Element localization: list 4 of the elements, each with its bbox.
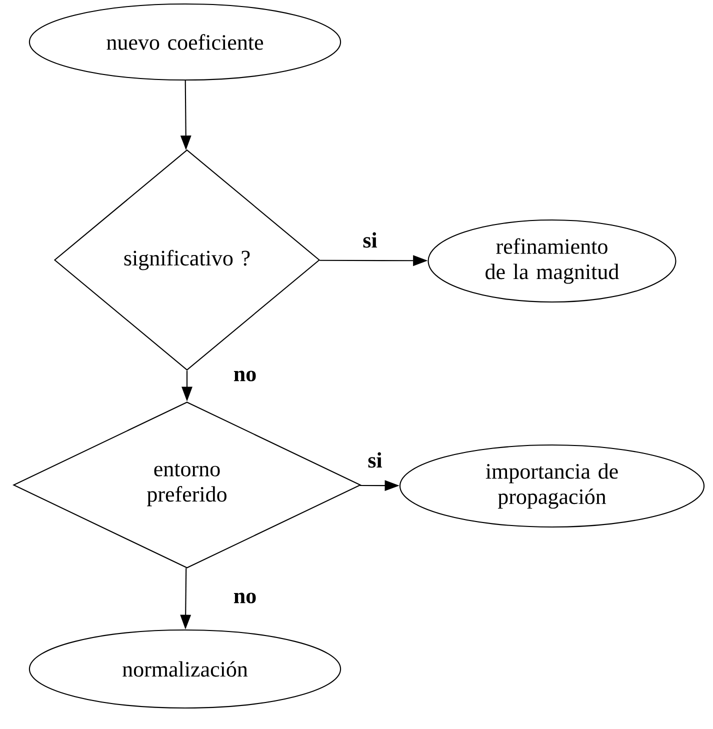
edge-label: no — [234, 370, 256, 382]
edge-label: si — [363, 232, 377, 248]
edge-label: no — [234, 592, 256, 604]
edge-label: si — [368, 452, 382, 468]
